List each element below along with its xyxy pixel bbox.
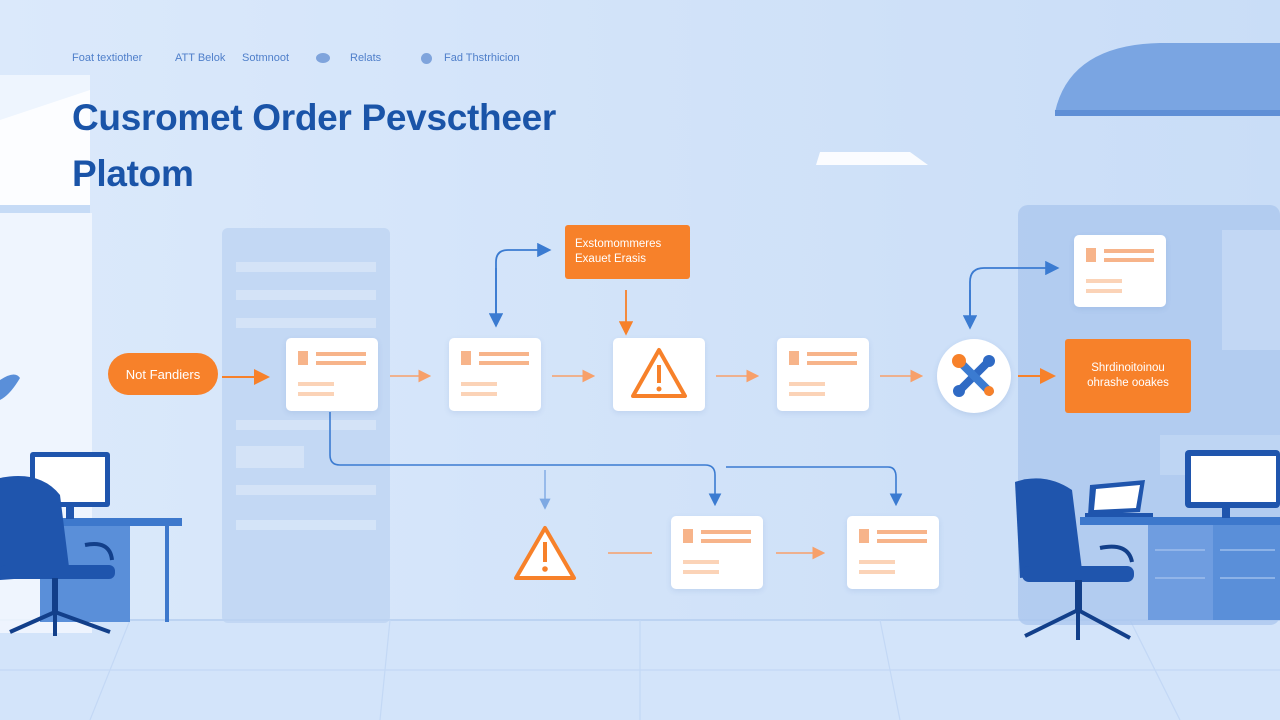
nav-item-5[interactable]: Fad Thstrhicion [421,52,520,64]
process-card-top-right[interactable] [1074,235,1166,307]
document-card-icon [298,351,366,396]
nav-item-1[interactable]: Foat textiother [72,52,142,64]
nav-item-3[interactable]: Sotmnoot [242,52,289,64]
start-node-label: Not Fandiers [125,366,201,382]
nav-item-4[interactable]: Relats [316,52,381,64]
plant-leaf [0,374,20,400]
nav-item-1-label: Foat textiother [72,52,143,64]
warning-icon [514,526,576,580]
cloud-icon [316,53,330,63]
process-card-5[interactable] [847,516,939,589]
page-title-line-1: Cusromet Order Pevsctheer [72,97,556,138]
process-card-2[interactable] [449,338,541,411]
exception-box-top[interactable]: Exstomommeres Exauet Erasis [565,225,690,279]
exception-box-top-line-2: Exauet Erasis [575,253,646,265]
nav-item-4-label: Relats [350,52,382,64]
branch-arrow-to-card4 [329,412,722,507]
loop-arrow-right [969,260,1060,320]
right-desk [1080,450,1280,620]
ceiling-lamp [1055,43,1280,112]
tools-icon [952,354,995,397]
process-card-4[interactable] [671,516,763,589]
nav-item-3-label: Sotmnoot [242,52,290,64]
loop-arrow-up [495,242,552,322]
result-box-line-2: ohrashe ooakes [1087,377,1169,389]
nav-item-5-label: Fad Thstrhicion [444,52,520,64]
document-card-icon [789,351,857,396]
gear-icon [421,52,432,64]
branch-arrow-to-card5 [726,466,903,507]
nav-item-2-label: ATT Belok [175,52,226,64]
process-card-3[interactable] [777,338,869,411]
document-card-icon [859,529,927,574]
nav-item-2[interactable]: ATT Belok [175,52,225,64]
result-box-line-1: Shrdinoitoinou [1091,362,1165,374]
right-chair [1015,478,1134,640]
page-title-line-2: Platom [72,153,194,194]
ceiling-light [816,152,928,165]
document-card-icon [683,529,751,574]
document-card-icon [461,351,529,396]
left-chair [0,476,115,636]
process-card-1[interactable] [286,338,378,411]
document-card-icon [1086,248,1154,293]
start-node[interactable]: Not Fandiers [108,353,218,395]
result-box-right[interactable]: Shrdinoitoinou ohrashe ooakes [1065,339,1191,413]
warning-card[interactable] [613,338,705,411]
warning-icon [631,348,687,398]
tools-node[interactable] [937,339,1011,413]
exception-box-top-line-1: Exstomommeres [575,238,662,250]
